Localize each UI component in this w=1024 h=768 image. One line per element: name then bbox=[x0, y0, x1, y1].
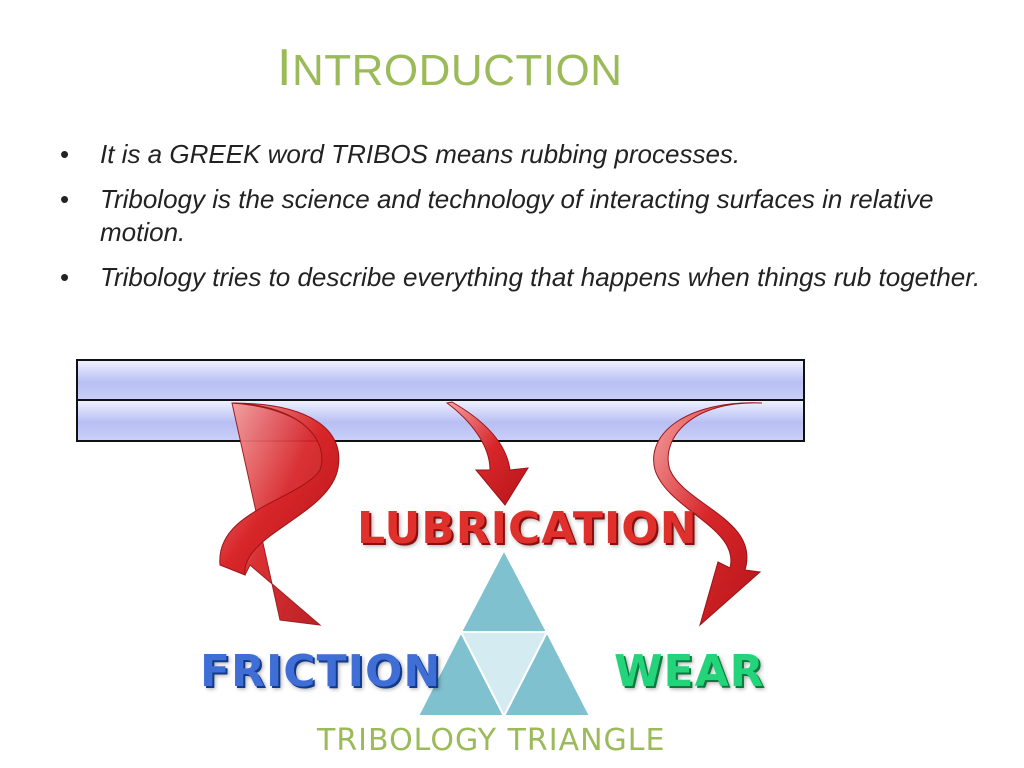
bullet-dot: • bbox=[60, 184, 70, 214]
bullet-dot: • bbox=[60, 139, 70, 169]
bullet-dot: • bbox=[60, 262, 70, 292]
bullet-text: Tribology tries to describe everything t… bbox=[100, 262, 981, 292]
bullet-item: • Tribology is the science and technology… bbox=[60, 183, 1000, 249]
arrow-to-lubrication bbox=[445, 401, 529, 506]
friction-label: FRICTION bbox=[200, 646, 442, 697]
title-initial: I bbox=[277, 39, 292, 97]
bullet-list: • It is a GREEK word TRIBOS means rubbing… bbox=[60, 138, 1000, 306]
arrow-to-friction bbox=[219, 402, 340, 626]
triangle-icon bbox=[416, 547, 592, 719]
bullet-item: • It is a GREEK word TRIBOS means rubbing… bbox=[60, 138, 1000, 171]
bullet-item: • Tribology tries to describe everything … bbox=[60, 261, 1000, 294]
bullet-text: It is a GREEK word TRIBOS means rubbing … bbox=[100, 139, 741, 169]
bullet-text: Tribology is the science and technology … bbox=[100, 184, 934, 247]
lubrication-label: LUBRICATION bbox=[357, 503, 698, 554]
wear-label: WEAR bbox=[614, 646, 765, 697]
arrow-to-wear bbox=[653, 402, 763, 627]
diagram-caption: TRIBOLOGY TRIANGLE bbox=[317, 723, 666, 758]
page-title: INTRODUCTION bbox=[277, 38, 623, 98]
title-rest: NTRODUCTION bbox=[291, 46, 623, 95]
